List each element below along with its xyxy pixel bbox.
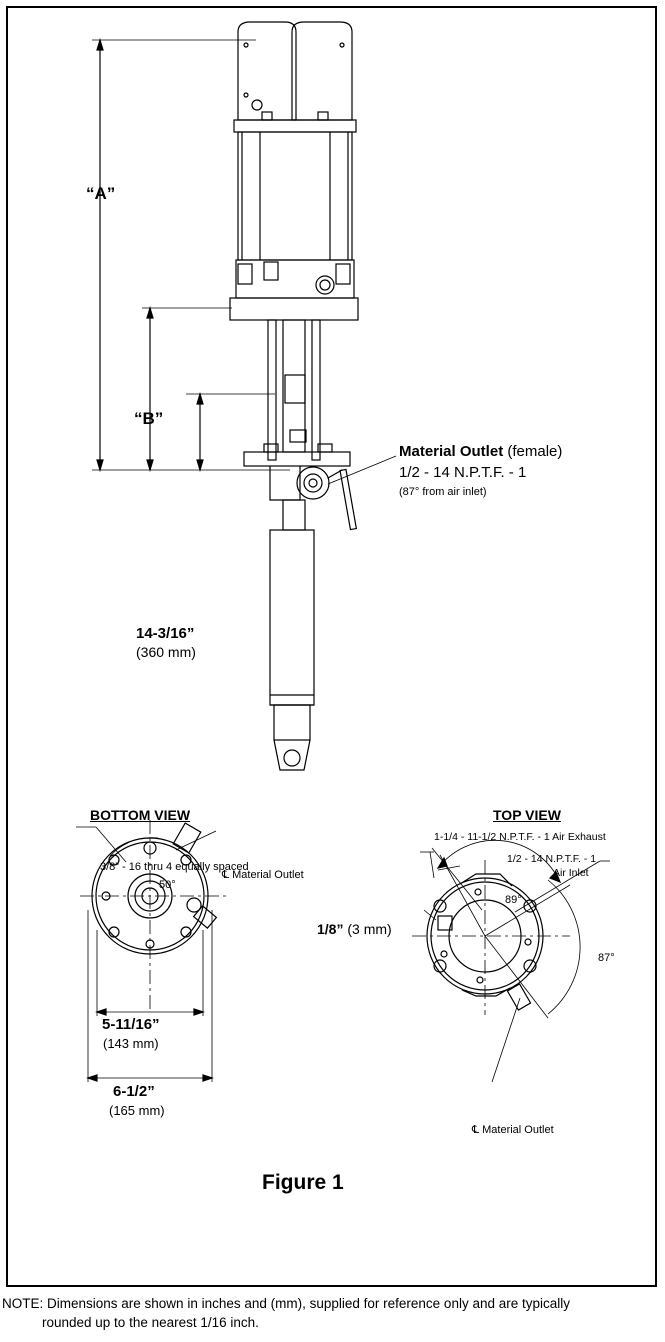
bottom-view-angle-label: 50° xyxy=(159,879,176,891)
material-outlet-leader xyxy=(327,455,397,485)
bottom-view-dia2-label: 6-1/2” xyxy=(113,1083,155,1100)
material-outlet-title: Material Outlet (female) xyxy=(399,444,562,459)
top-view-offset-mm: (3 mm) xyxy=(343,921,392,937)
dimension-a xyxy=(92,37,290,473)
bottom-view-dia1-label: 5-11/16” xyxy=(102,1016,160,1033)
footnote-line-2: rounded up to the nearest 1/16 inch. xyxy=(42,1315,259,1330)
footnote-line-1: NOTE: Dimensions are shown in inches and… xyxy=(2,1296,571,1311)
top-view-title: TOP VIEW xyxy=(493,807,561,823)
bottom-view-holes-label: 3/8” - 16 thru 4 equally spaced xyxy=(100,861,249,873)
dimension-a-label: “A” xyxy=(86,184,116,203)
material-outlet-name: Material Outlet xyxy=(399,443,504,460)
bottom-view-dia1-mm-label: (143 mm) xyxy=(103,1036,159,1051)
top-view-offset-value: 1/8” xyxy=(317,921,344,937)
material-outlet-qualifier: (female) xyxy=(503,443,563,460)
bottom-view-title: BOTTOM VIEW xyxy=(90,807,191,823)
top-view-drawing xyxy=(412,839,610,1083)
footnote: NOTE: Dimensions are shown in inches and… xyxy=(2,1294,662,1332)
bottom-view-drawing xyxy=(76,820,230,1082)
top-view-exhaust-label: 1-1/4 - 11-1/2 N.P.T.F. - 1 Air Exhaust xyxy=(434,831,606,843)
top-view-angle2-label: 87° xyxy=(598,952,615,964)
top-view-inlet-label-2: Air Inlet xyxy=(553,867,589,879)
dimension-b xyxy=(142,305,232,473)
outlet-height-mm-label: (360 mm) xyxy=(136,644,196,660)
top-view-offset-label: 1/8” (3 mm) xyxy=(317,922,392,936)
top-view-inlet-label-1: 1/2 - 14 N.P.T.F. - 1 xyxy=(507,853,597,865)
bottom-view-outlet-label: ℄ Material Outlet xyxy=(222,869,304,881)
dimension-outlet-height xyxy=(186,391,275,473)
pump-side-view xyxy=(229,21,359,771)
bottom-view-dia2-mm-label: (165 mm) xyxy=(109,1103,165,1118)
figure-frame xyxy=(6,6,657,1287)
figure-caption: Figure 1 xyxy=(262,1171,344,1194)
material-outlet-thread: 1/2 - 14 N.P.T.F. - 1 xyxy=(399,464,527,481)
top-view-angle1-label: 89° xyxy=(505,894,522,906)
dimension-b-label: “B” xyxy=(134,409,164,428)
top-view-outlet-label: ℄ Material Outlet xyxy=(472,1124,554,1136)
material-outlet-angle: (87° from air inlet) xyxy=(399,486,487,498)
outlet-height-label: 14-3/16” xyxy=(136,625,195,642)
